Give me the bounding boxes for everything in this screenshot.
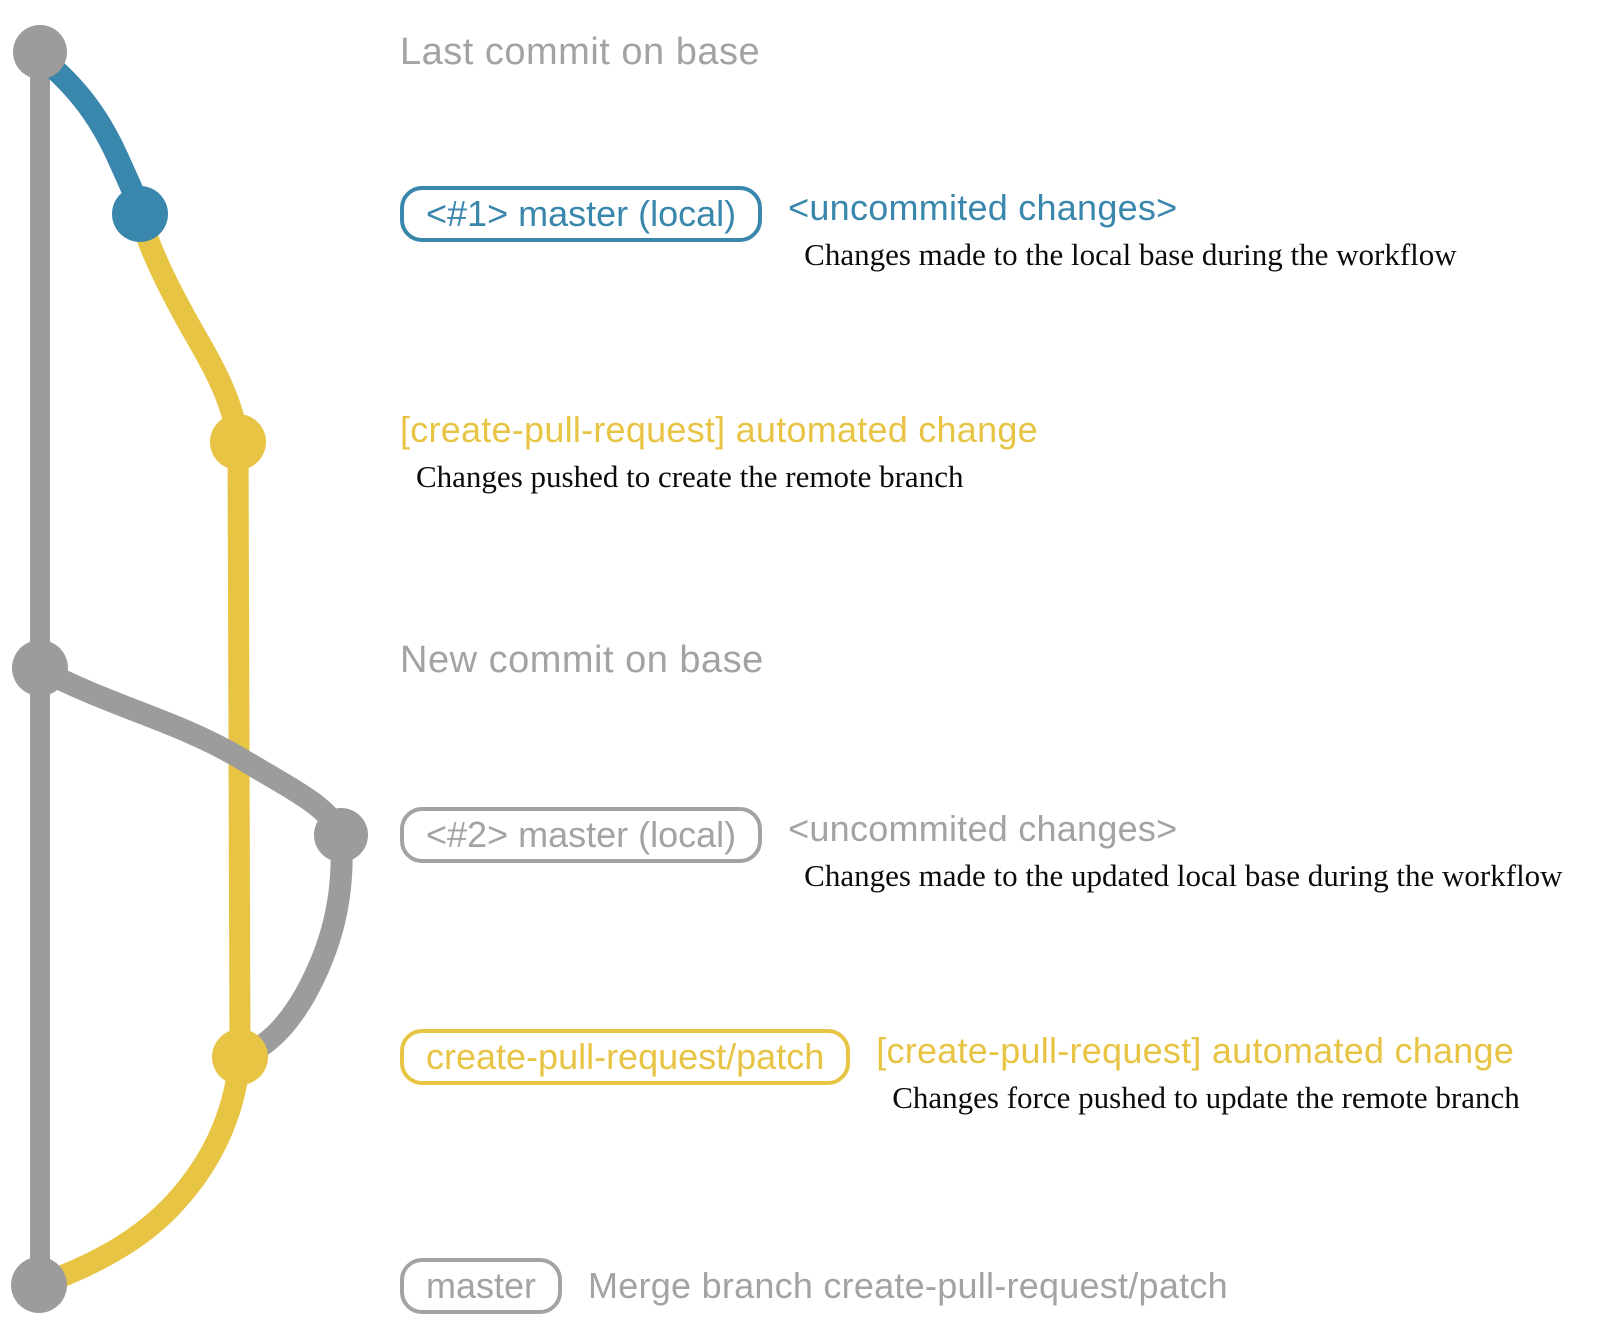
commit-description: Changes made to the updated local base d… bbox=[804, 858, 1563, 893]
branch-label-badge: <#1> master (local) bbox=[400, 186, 763, 242]
commit-node-last-commit-on-base bbox=[13, 25, 67, 79]
commit-row: [create-pull-request] automated change C… bbox=[400, 408, 1038, 497]
commit-row: New commit on base bbox=[400, 638, 764, 682]
branch-label-badge: create-pull-request/patch bbox=[400, 1029, 851, 1085]
commit-row: create-pull-request/patch [create-pull-r… bbox=[400, 1029, 1520, 1118]
commit-description: Changes made to the local base during th… bbox=[804, 237, 1457, 272]
commit-node-automated-change-2 bbox=[212, 1029, 268, 1085]
branch-label-badge: <#2> master (local) bbox=[400, 807, 763, 863]
commit-description: Changes force pushed to update the remot… bbox=[892, 1080, 1520, 1115]
commit-row: <#2> master (local) <uncommited changes>… bbox=[400, 807, 1563, 896]
commit-title: New commit on base bbox=[400, 639, 764, 681]
commit-message-group: <uncommited changes> Changes made to the… bbox=[788, 807, 1562, 896]
commit-message-group: [create-pull-request] automated change C… bbox=[400, 408, 1038, 497]
commit-message-label: Merge branch create-pull-request/patch bbox=[588, 1265, 1228, 1306]
commit-node-automated-change-1 bbox=[210, 414, 266, 470]
commit-row: <#1> master (local) <uncommited changes>… bbox=[400, 186, 1457, 275]
commit-description: Changes pushed to create the remote bran… bbox=[416, 459, 964, 494]
commit-row: Last commit on base bbox=[400, 30, 760, 74]
commit-message-label: [create-pull-request] automated change bbox=[876, 1030, 1515, 1071]
commit-title: Last commit on base bbox=[400, 31, 761, 73]
commit-message-label: [create-pull-request] automated change bbox=[400, 409, 1038, 450]
local-branch-curve-2 bbox=[31, 659, 352, 844]
commit-message-label: <uncommited changes> bbox=[788, 808, 1178, 849]
branch-label-badge: master bbox=[400, 1258, 563, 1314]
commit-message-group: <uncommited changes> Changes made to the… bbox=[788, 186, 1457, 275]
commit-row: master Merge branch create-pull-request/… bbox=[400, 1258, 1228, 1314]
commit-node-new-commit-on-base bbox=[12, 640, 68, 696]
remote-branch-curve-1 bbox=[129, 203, 249, 453]
commit-message-group: Merge branch create-pull-request/patch bbox=[588, 1264, 1228, 1308]
local-branch-merge-curve bbox=[235, 826, 353, 1066]
commit-node-uncommited-changes-2 bbox=[314, 808, 368, 862]
commit-message-label: <uncommited changes> bbox=[788, 187, 1178, 228]
commit-node-merge-commit bbox=[11, 1257, 67, 1313]
commit-message-group: [create-pull-request] automated change C… bbox=[876, 1029, 1520, 1118]
commit-node-uncommited-changes-1 bbox=[112, 186, 168, 242]
remote-branch-merge-curve bbox=[31, 1048, 251, 1295]
